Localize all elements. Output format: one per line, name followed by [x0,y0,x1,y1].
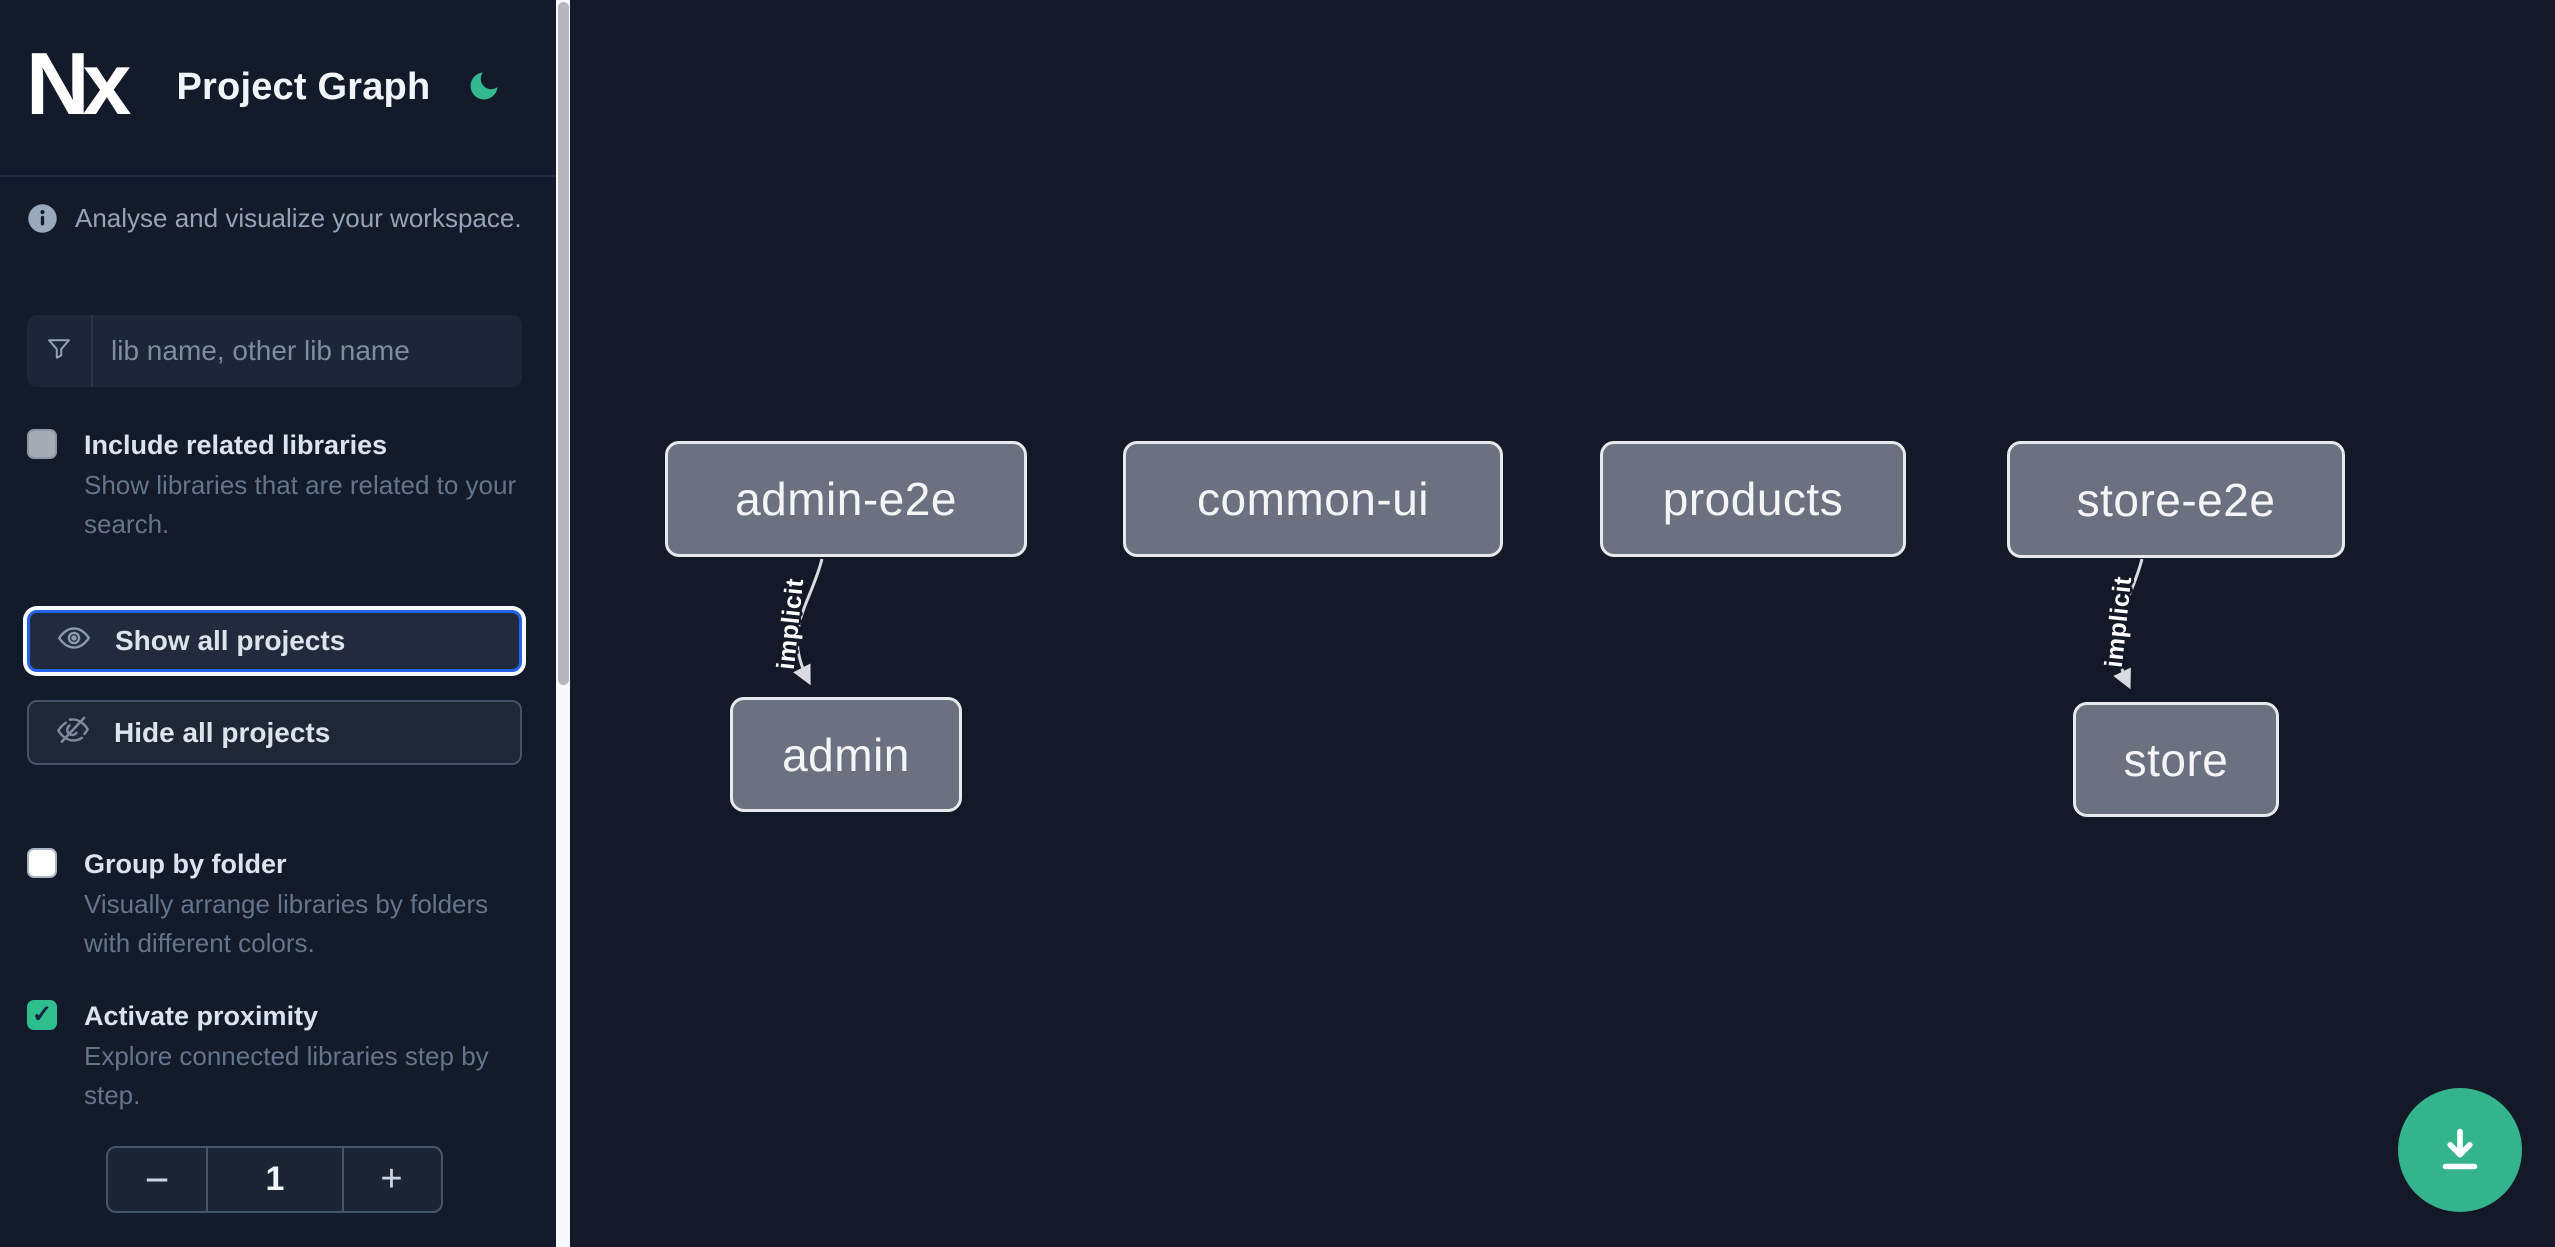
edge-admin-e2e-to-admin [793,558,824,686]
include-related-checkbox[interactable] [27,429,57,459]
stepper-value: 1 [265,1160,285,1198]
node-label: admin [782,728,910,781]
group-by-folder-checkbox[interactable] [27,848,57,878]
option-description: Show libraries that are related to your … [84,470,517,539]
graph-edges [793,558,2144,690]
option-label: Activate proximity [84,1001,319,1031]
hide-all-projects-button[interactable]: Hide all projects [27,700,522,765]
proximity-stepper: − 1 + [106,1146,443,1213]
node-label: admin-e2e [735,473,957,525]
option-group-by-folder: Group by folder Visually arrange librari… [27,846,527,963]
info-icon [27,203,58,239]
button-label: Hide all projects [114,716,331,748]
sidebar: Nx Project Graph Analyse and visualize y… [0,0,556,1247]
activate-proximity-checkbox[interactable] [27,1000,57,1030]
option-label: Include related libraries [84,430,388,460]
project-graph-canvas[interactable]: implicit implicit admin-e2e common-ui pr… [570,0,2555,1247]
graph-node-store-e2e[interactable]: store-e2e [2007,441,2345,558]
sidebar-header: Nx Project Graph [0,0,556,177]
workspace-info: Analyse and visualize your workspace. [27,203,527,239]
node-label: common-ui [1196,473,1429,525]
funnel-icon [45,335,73,368]
download-graph-button[interactable] [2398,1088,2522,1212]
moon-icon [466,68,502,107]
sidebar-scrollbar-track [556,0,571,1247]
option-activate-proximity: Activate proximity Explore connected lib… [27,998,527,1115]
info-text: Analyse and visualize your workspace. [75,203,522,233]
eye-off-icon [55,711,91,754]
button-label: Show all projects [115,625,346,656]
page-title: Project Graph [176,66,431,108]
option-description: Explore connected libraries step by step… [84,1041,489,1110]
nx-logo: Nx [26,33,131,133]
increment-button[interactable]: + [342,1148,439,1211]
graph-node-store[interactable]: store [2073,702,2279,817]
graph-node-admin[interactable]: admin [730,697,962,812]
node-label: store [2123,733,2229,786]
eye-icon [56,620,92,663]
node-label: products [1662,473,1844,525]
show-all-projects-button[interactable]: Show all projects [27,610,522,672]
graph-node-admin-e2e[interactable]: admin-e2e [665,441,1027,557]
download-icon [2432,1121,2488,1180]
option-include-related-libraries: Include related libraries Show libraries… [27,427,527,544]
edge-store-e2e-to-store [2113,558,2144,690]
filter-box [27,315,522,387]
filter-input[interactable] [93,315,522,387]
sidebar-scrollbar-thumb[interactable] [558,2,569,685]
option-label: Group by folder [84,849,287,879]
option-description: Visually arrange libraries by folders wi… [84,889,489,958]
graph-node-products[interactable]: products [1600,441,1906,557]
graph-node-common-ui[interactable]: common-ui [1123,441,1503,557]
filter-icon-cell [27,315,93,387]
theme-toggle-button[interactable] [464,68,504,108]
decrement-button[interactable]: − [108,1148,208,1211]
node-label: store-e2e [2076,473,2276,526]
